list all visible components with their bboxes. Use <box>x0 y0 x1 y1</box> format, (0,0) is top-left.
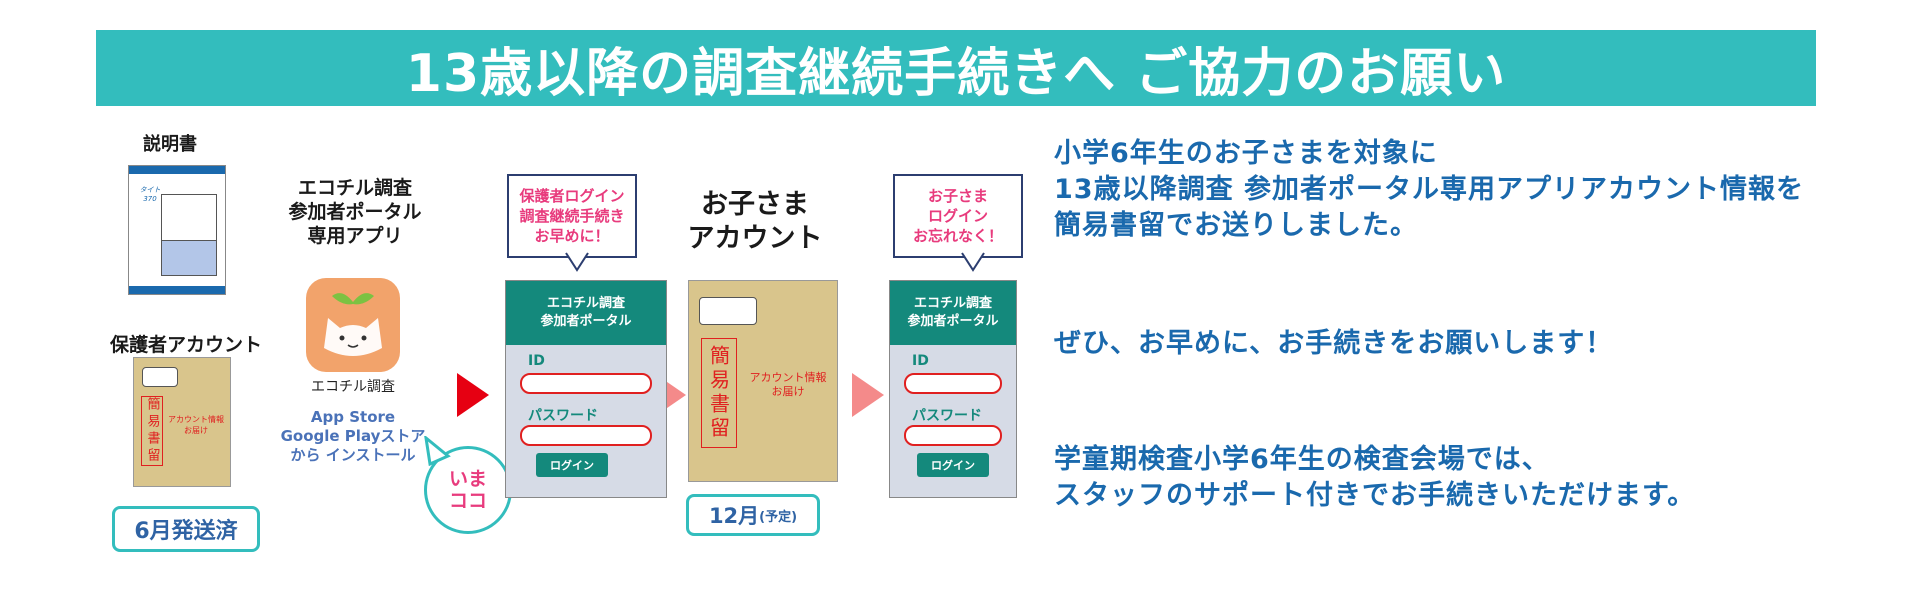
child-login-bubble: お子さま ログイン お忘れなく！ <box>893 174 1023 258</box>
guardian-stamp: 簡易書留 <box>141 396 163 466</box>
child-envelope-text: アカウント情報 お届け <box>749 371 827 398</box>
child-badge-note: (予定) <box>759 509 798 525</box>
password-input[interactable] <box>520 425 652 446</box>
app-label: エコチル調査 参加者ポータル 専用アプリ <box>288 177 422 247</box>
guardian-login-bubble: 保護者ログイン 調査継続手続き お早めに！ <box>507 174 637 258</box>
bubble-tail <box>961 252 985 272</box>
password-label: パスワード <box>528 408 598 424</box>
login-button[interactable]: ログイン <box>536 453 608 477</box>
arrow-right-icon <box>852 373 884 417</box>
id-input[interactable] <box>904 373 1002 394</box>
page-title-banner: 13歳以降の調査継続手続きへ ご協力のお願い <box>96 30 1816 106</box>
bubble-tail <box>565 252 589 272</box>
envelope-window <box>142 367 178 387</box>
info-paragraph-2: ぜひ、お早めに、お手続きをお願いします！ <box>1054 328 1614 359</box>
login-screen-header: エコチル調査 参加者ポータル <box>506 281 666 345</box>
guardian-login-screen: エコチル調査 参加者ポータル ID パスワード ログイン <box>505 280 667 498</box>
child-schedule-badge: 12月(予定) <box>686 494 820 536</box>
id-input[interactable] <box>520 373 652 394</box>
child-stamp: 簡易書留 <box>701 338 737 448</box>
guardian-envelope: 簡易書留 アカウント情報 お届け <box>133 357 231 487</box>
guardian-sent-badge: 6月発送済 <box>112 506 260 552</box>
child-account-label: お子さま アカウント <box>687 189 823 254</box>
id-label: ID <box>528 353 545 369</box>
info-paragraph-1: 小学6年生のお子さまを対象に 13歳以降調査 参加者ポータル専用アプリアカウント… <box>1054 138 1804 241</box>
password-input[interactable] <box>904 425 1002 446</box>
child-badge-month: 12月 <box>708 504 760 528</box>
arrow-right-icon <box>457 373 489 417</box>
login-button[interactable]: ログイン <box>917 453 989 477</box>
guardian-badge-text: 6月発送済 <box>134 519 238 544</box>
password-label: パスワード <box>912 408 982 424</box>
id-label: ID <box>912 353 929 369</box>
app-icon-caption: エコチル調査 <box>311 379 395 395</box>
manual-doc-text: タイト 370 <box>139 186 161 203</box>
now-here-text: いま ココ <box>448 468 487 512</box>
now-here-bubble-tail <box>424 436 451 466</box>
info-paragraph-3: 学童期検査小学6年生の検査会場では、 スタッフのサポート付きでお手続きいただけま… <box>1054 444 1696 511</box>
manual-label: 説明書 <box>143 134 197 155</box>
child-login-screen: エコチル調査 参加者ポータル ID パスワード ログイン <box>889 280 1017 498</box>
page-title: 13歳以降の調査継続手続きへ ご協力のお願い <box>405 43 1507 104</box>
app-icon[interactable] <box>306 278 400 372</box>
guardian-account-label: 保護者アカウント <box>109 334 262 356</box>
login-screen-header: エコチル調査 参加者ポータル <box>890 281 1016 345</box>
envelope-window <box>699 297 757 325</box>
manual-document: タイト 370 <box>128 165 226 295</box>
app-install-text: App Store Google Playストア から インストール <box>280 408 426 464</box>
child-envelope: 簡易書留 アカウント情報 お届け <box>688 280 838 482</box>
guardian-envelope-text: アカウント情報 お届け <box>168 415 224 435</box>
cat-sprout-icon <box>324 293 382 356</box>
